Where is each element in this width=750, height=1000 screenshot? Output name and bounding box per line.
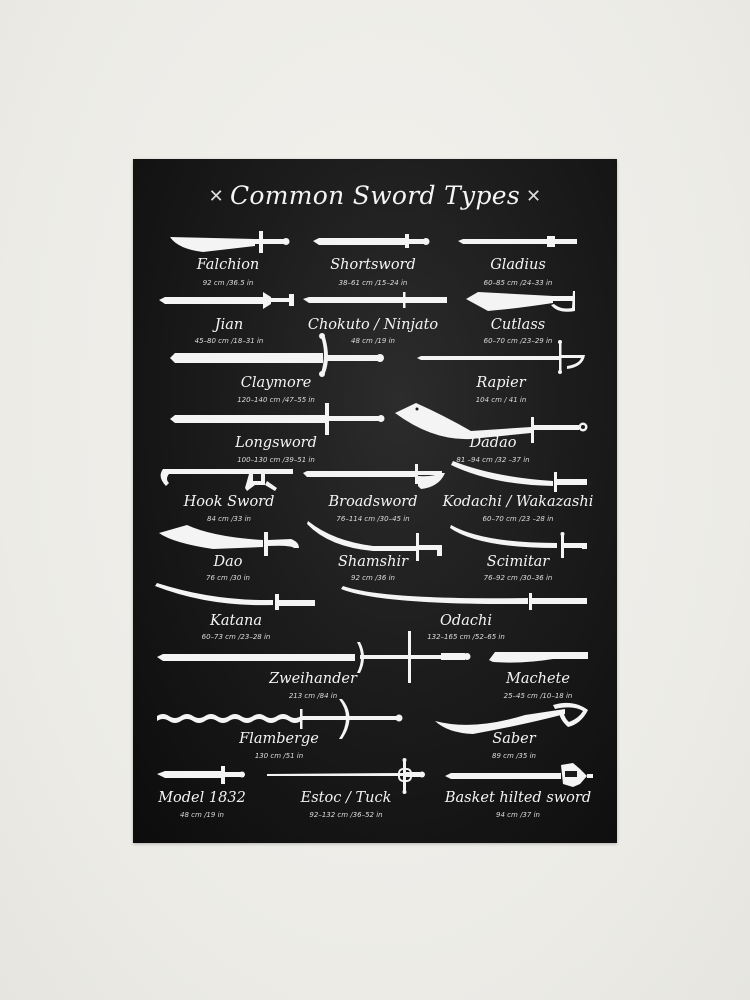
sword-measure: 89 cm /35 in bbox=[492, 752, 536, 760]
estoc-icon bbox=[267, 758, 425, 794]
sword-name: Rapier bbox=[476, 375, 526, 391]
sword-measure: 100–130 cm /39–51 in bbox=[237, 456, 315, 464]
sword-measure: 84 cm /33 in bbox=[207, 515, 251, 523]
sword-name: Model 1832 bbox=[158, 790, 246, 806]
sword-measure: 92 cm /36.5 in bbox=[202, 279, 254, 287]
sword-name: Gladius bbox=[490, 257, 546, 273]
sword-illustrations bbox=[155, 231, 593, 794]
machete-icon bbox=[489, 652, 588, 663]
kodachi-icon bbox=[451, 461, 587, 492]
sword-name: Odachi bbox=[440, 613, 492, 629]
sword-measure: 81 –94 cm /32 –37 in bbox=[456, 456, 530, 464]
sword-name: Zweihander bbox=[269, 671, 357, 687]
sword-measure: 130 cm /51 in bbox=[254, 752, 304, 760]
sword-measure: 213 cm /84 in bbox=[288, 692, 338, 700]
shortsword-icon bbox=[313, 234, 430, 248]
sword-poster: ✕ Common Sword Types ✕ bbox=[133, 159, 617, 843]
chokuto-icon bbox=[303, 292, 447, 308]
sword-measure: 76 cm /30 in bbox=[206, 574, 250, 582]
shamshir-icon bbox=[307, 521, 442, 561]
claymore-icon bbox=[170, 333, 384, 377]
sword-name: Scimitar bbox=[486, 554, 550, 570]
sword-measure: 38–61 cm /15–24 in bbox=[338, 279, 408, 287]
sword-measure: 94 cm /37 in bbox=[496, 811, 540, 819]
longsword-icon bbox=[170, 403, 385, 435]
sword-measure: 132–165 cm /52–65 in bbox=[427, 633, 505, 641]
sword-measure: 120–140 cm /47–55 in bbox=[237, 396, 315, 404]
sword-name: Hook Sword bbox=[183, 494, 275, 510]
sword-name: Estoc / Tuck bbox=[300, 790, 392, 806]
sword-measure: 48 cm /19 in bbox=[351, 337, 395, 345]
sword-name: Falchion bbox=[196, 257, 260, 273]
sword-name: Dadao bbox=[469, 435, 517, 451]
cutlass-icon bbox=[466, 291, 575, 312]
sword-name: Machete bbox=[506, 671, 570, 687]
dao-icon bbox=[159, 525, 299, 556]
katana-icon bbox=[155, 583, 315, 610]
sword-measure: 60–73 cm /23–28 in bbox=[201, 633, 271, 641]
poster-title-text: Common Sword Types bbox=[230, 181, 520, 210]
sword-measure: 76–114 cm /30–45 in bbox=[336, 515, 410, 523]
sword-measure: 45–80 cm /18–31 in bbox=[194, 337, 264, 345]
falchion-icon bbox=[170, 231, 290, 253]
sword-name: Basket hilted sword bbox=[444, 790, 592, 806]
sword-measure: 25–45 cm /10–18 in bbox=[503, 692, 573, 700]
sword-name: Jian bbox=[214, 317, 244, 333]
sword-measure: 104 cm / 41 in bbox=[475, 396, 527, 404]
saber-icon bbox=[435, 702, 588, 734]
sword-measure: 60–70 cm /23–29 in bbox=[483, 337, 553, 345]
sword-name: Broadsword bbox=[328, 494, 418, 510]
sword-name: Katana bbox=[210, 613, 262, 629]
crossed-swords-icon: ✕ bbox=[208, 186, 224, 207]
sword-measure: 92 cm /36 in bbox=[351, 574, 395, 582]
dadao-icon bbox=[395, 403, 588, 443]
hook-sword-icon bbox=[160, 469, 293, 491]
odachi-icon bbox=[341, 586, 587, 610]
sword-name: Dao bbox=[213, 554, 243, 570]
jian-icon bbox=[159, 292, 294, 309]
sword-name: Flamberge bbox=[239, 731, 319, 747]
zweihander-icon bbox=[157, 631, 471, 683]
sword-measure: 60–70 cm /23 –28 in bbox=[482, 515, 554, 523]
sword-name: Claymore bbox=[240, 375, 312, 391]
sword-name: Cutlass bbox=[490, 317, 546, 333]
basket-hilted-sword-icon bbox=[445, 763, 593, 787]
sword-measure: 92–132 cm /36–52 in bbox=[309, 811, 383, 819]
broadsword-icon bbox=[303, 464, 445, 489]
sword-name: Chokuto / Ninjato bbox=[307, 317, 439, 333]
crossed-swords-icon: ✕ bbox=[526, 186, 542, 207]
rapier-icon bbox=[417, 340, 585, 374]
sword-measure: 48 cm /19 in bbox=[180, 811, 224, 819]
sword-measure: 76–92 cm /30–36 in bbox=[483, 574, 553, 582]
poster-title: ✕ Common Sword Types ✕ bbox=[133, 181, 617, 210]
model-1832-icon bbox=[157, 766, 245, 784]
sword-name: Kodachi / Wakazashi bbox=[442, 494, 594, 510]
sword-measure: 60–85 cm /24–33 in bbox=[483, 279, 553, 287]
sword-name: Shamshir bbox=[337, 554, 409, 570]
flamberge-icon bbox=[157, 699, 403, 739]
sword-name: Saber bbox=[492, 731, 536, 747]
scimitar-icon bbox=[450, 525, 587, 558]
sword-name: Shortsword bbox=[330, 257, 416, 273]
sword-name: Longsword bbox=[235, 435, 317, 451]
gladius-icon bbox=[458, 236, 577, 247]
